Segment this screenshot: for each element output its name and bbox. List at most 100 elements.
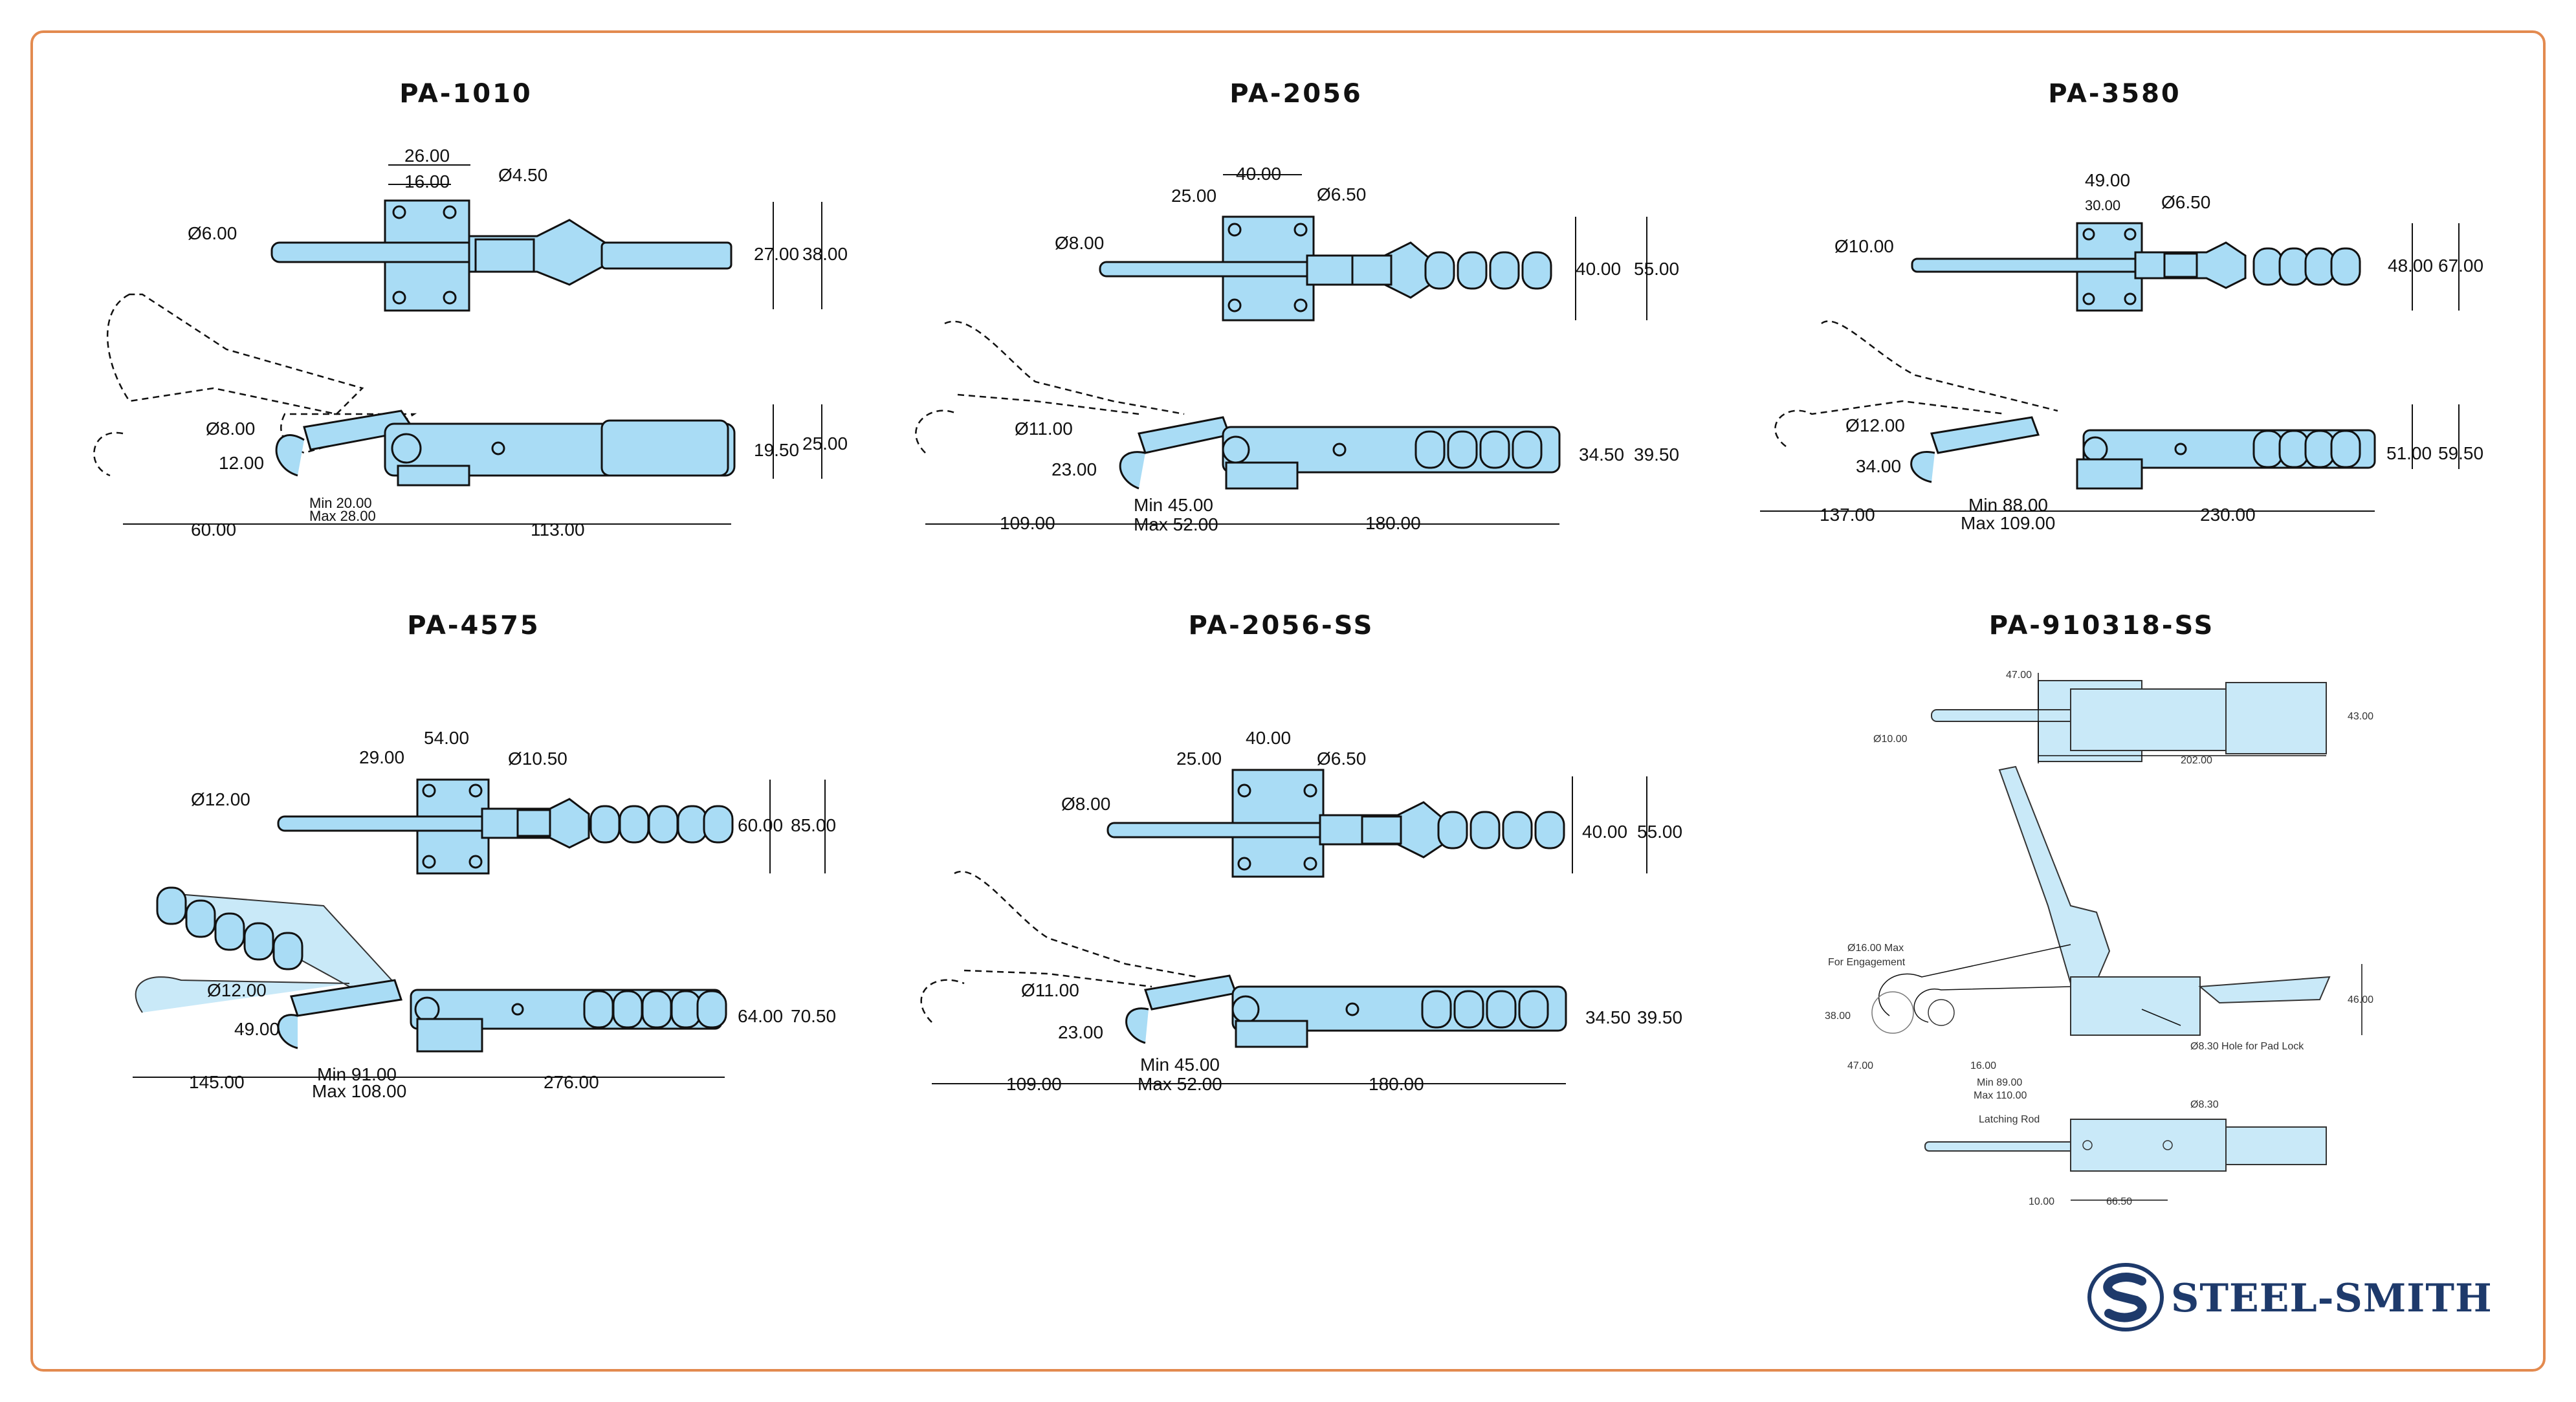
dim-label: 55.00: [1634, 259, 1679, 279]
dim-label: Max 109.00: [1961, 513, 2055, 533]
dim-label: Max 110.00: [1974, 1090, 2027, 1101]
dim-label: 16.00: [404, 171, 450, 192]
dim-label: Ø8.00: [1055, 233, 1104, 253]
dim-label: 34.50: [1579, 444, 1624, 465]
dim-label: 47.00: [1847, 1060, 1873, 1071]
dim-label: Ø10.00: [1834, 236, 1894, 256]
dim-label: Min 45.00: [1134, 495, 1213, 515]
dim-label: Ø8.00: [1061, 794, 1110, 814]
steel-smith-logo-icon: [2087, 1263, 2164, 1331]
title-pa-910318-ss: PA-910318-SS: [1988, 611, 2215, 641]
dim-label: 55.00: [1637, 822, 1682, 842]
handle: [600, 241, 732, 270]
dim-label: 40.00: [1576, 259, 1621, 279]
dim-label: Max 52.00: [1138, 1074, 1222, 1094]
dim-label: Min 20.00: [309, 495, 372, 511]
title-pa-4575: PA-4575: [407, 611, 540, 641]
dim-label: 23.00: [1058, 1022, 1103, 1042]
dim-label: 145.00: [189, 1072, 245, 1092]
base-block: [397, 465, 470, 487]
lever-upright: [1998, 765, 2111, 998]
dim-label: 25.00: [1176, 749, 1222, 769]
dim-label: 230.00: [2200, 505, 2256, 525]
dim-label: Ø12.00: [1845, 415, 1905, 435]
dim-label: 39.50: [1634, 444, 1679, 465]
handle: [600, 419, 729, 477]
dim-label: 12.00: [219, 453, 264, 473]
dim-label: Min 88.00: [1968, 495, 2048, 515]
dim-label: 47.00: [2006, 670, 2032, 681]
dim-label: 59.50: [2438, 443, 2483, 463]
dim-label: Ø11.00: [1021, 980, 1079, 1000]
hole: [392, 205, 406, 219]
dim-label: Min 91.00: [317, 1064, 397, 1084]
hole: [443, 290, 457, 305]
dim-label: 51.00: [2386, 443, 2432, 463]
hole: [443, 205, 457, 219]
dim-label: Latching Rod: [1979, 1114, 2040, 1125]
dim-label: Ø16.00 Max: [1847, 943, 1904, 954]
dim-label: Ø6.50: [1317, 184, 1366, 204]
title-pa-1010: PA-1010: [399, 79, 533, 109]
dim-label: 60.00: [738, 815, 783, 835]
dim-label: Min 45.00: [1140, 1055, 1220, 1075]
dim-label: 202.00: [2181, 755, 2212, 766]
brand-name: STEEL-SMITH: [2171, 1276, 2493, 1321]
nut: [474, 238, 535, 273]
dim-label: 48.00: [2388, 256, 2433, 276]
dim-label: 38.00: [802, 244, 848, 264]
dim-label: Ø6.50: [2161, 192, 2210, 212]
dim-label: Ø4.50: [498, 165, 547, 185]
dim-label: 85.00: [791, 815, 836, 835]
dim-label: 43.00: [2348, 711, 2373, 722]
dim-label: 10.00: [2029, 1196, 2054, 1207]
dim-label: 34.00: [1856, 456, 1901, 476]
dim-label: 276.00: [544, 1072, 599, 1092]
dim-label: Ø8.30: [2190, 1099, 2219, 1110]
diagram-pa-3580: 49.00 30.00 Ø6.50 Ø10.00 48.00 67.00 Ø12…: [1760, 170, 2483, 533]
dim-label: Ø8.30 Hole for Pad Lock: [2190, 1041, 2304, 1052]
diagram-pa-910318-ss: 47.00 Ø10.00 43.00 202.00 Ø16.00 Max For…: [1825, 670, 2373, 1207]
dim-label: 40.00: [1236, 164, 1281, 184]
dim-label: 180.00: [1365, 513, 1421, 533]
title-pa-2056: PA-2056: [1229, 79, 1363, 109]
dim-label: 30.00: [2085, 197, 2120, 214]
dim-label: 137.00: [1820, 505, 1875, 525]
dim-label: Ø10.50: [508, 749, 567, 769]
dim-label: 66.50: [2106, 1196, 2132, 1207]
side-view: [93, 293, 822, 525]
dim-label: 54.00: [424, 728, 469, 748]
dim-label: 27.00: [754, 244, 799, 264]
dim-label: 46.00: [2348, 994, 2373, 1005]
dim-label: 25.00: [1171, 186, 1216, 206]
dim-label: Ø11.00: [1015, 419, 1073, 439]
dim-label: 40.00: [1246, 728, 1291, 748]
dim-label: Max 108.00: [312, 1081, 406, 1101]
dim-label: 19.50: [754, 440, 799, 460]
dim-label: 29.00: [359, 747, 404, 767]
dim-label: Max 52.00: [1134, 514, 1218, 534]
dim-label: 113.00: [531, 520, 585, 540]
diagram-pa-4575: 54.00 29.00 Ø10.50 Ø12.00 60.00 85.00 Ø1…: [133, 728, 836, 1101]
dim-label: 38.00: [1825, 1011, 1851, 1022]
dim-label: 67.00: [2438, 256, 2483, 276]
hole: [392, 290, 406, 305]
dim-label: Ø12.00: [191, 789, 250, 809]
dim-label: For Engagement: [1828, 957, 1906, 968]
dim-label: Ø10.00: [1873, 734, 1908, 745]
title-pa-2056-ss: PA-2056-SS: [1188, 611, 1374, 641]
dim-label: 60.00: [191, 520, 236, 540]
dim-label: 26.00: [404, 146, 450, 166]
dim-label: 49.00: [234, 1019, 280, 1039]
dim-label: 16.00: [1970, 1060, 1996, 1071]
dim-label: Ø6.50: [1317, 749, 1366, 769]
dim-label: Ø8.00: [206, 419, 255, 439]
dim-label: 49.00: [2085, 170, 2130, 190]
open-position-outline: [106, 293, 364, 415]
title-pa-3580: PA-3580: [2048, 79, 2181, 109]
top-view: [270, 164, 822, 312]
dim-label: 23.00: [1051, 459, 1097, 479]
dim-label: 109.00: [1006, 1074, 1062, 1094]
dim-label: 64.00: [738, 1006, 783, 1026]
